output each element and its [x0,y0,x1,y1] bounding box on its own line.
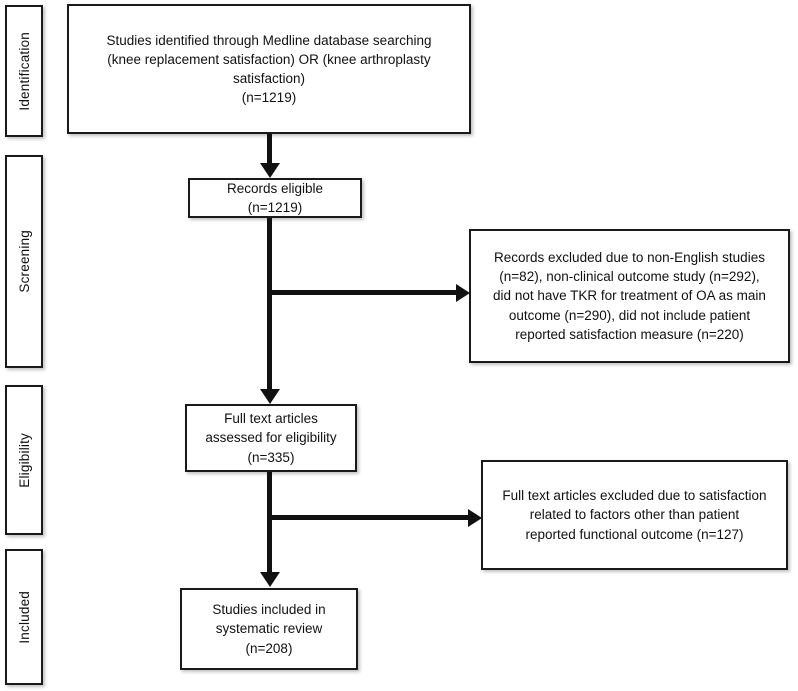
connector-to-records-excluded [267,290,457,295]
arrowhead-fulltext-to-included [259,572,280,587]
box-records-excluded: Records excluded due to non-English stud… [469,229,790,363]
stage-label-screening-text: Screening [16,230,32,293]
box-records-eligible: Records eligible (n=1219) [188,178,362,218]
box-studies-included: Studies included in systematic review (n… [180,588,358,670]
stage-label-included: Included [5,549,43,685]
stage-label-identification: Identification [5,5,43,137]
connector-identified-to-eligible [267,134,272,164]
stage-label-eligibility-text: Eligibility [16,432,32,488]
box-records-identified-text: Studies identified through Medline datab… [106,32,432,106]
arrowhead-eligible-to-fulltext [259,389,280,404]
box-fulltext-assessed-text: Full text articles assessed for eligibil… [205,411,337,465]
box-fulltext-excluded: Full text articles excluded due to satis… [481,460,788,570]
connector-fulltext-to-included [267,472,272,574]
stage-label-included-text: Included [16,590,32,644]
box-records-identified: Studies identified through Medline datab… [67,4,471,134]
arrowhead-to-fulltext-excluded [468,508,482,527]
connector-to-fulltext-excluded [267,515,469,520]
box-records-eligible-text: Records eligible (n=1219) [226,180,324,215]
box-records-excluded-text: Records excluded due to non-English stud… [493,250,766,342]
box-studies-included-text: Studies included in systematic review (n… [212,602,326,656]
connector-eligible-to-fulltext [267,218,272,390]
box-fulltext-excluded-text: Full text articles excluded due to satis… [502,488,767,542]
stage-label-eligibility: Eligibility [5,385,43,535]
stage-label-identification-text: Identification [16,31,32,111]
stage-label-screening: Screening [5,155,43,368]
arrowhead-identified-to-eligible [259,163,280,178]
arrowhead-to-records-excluded [456,283,470,302]
box-fulltext-assessed: Full text articles assessed for eligibil… [185,404,357,472]
